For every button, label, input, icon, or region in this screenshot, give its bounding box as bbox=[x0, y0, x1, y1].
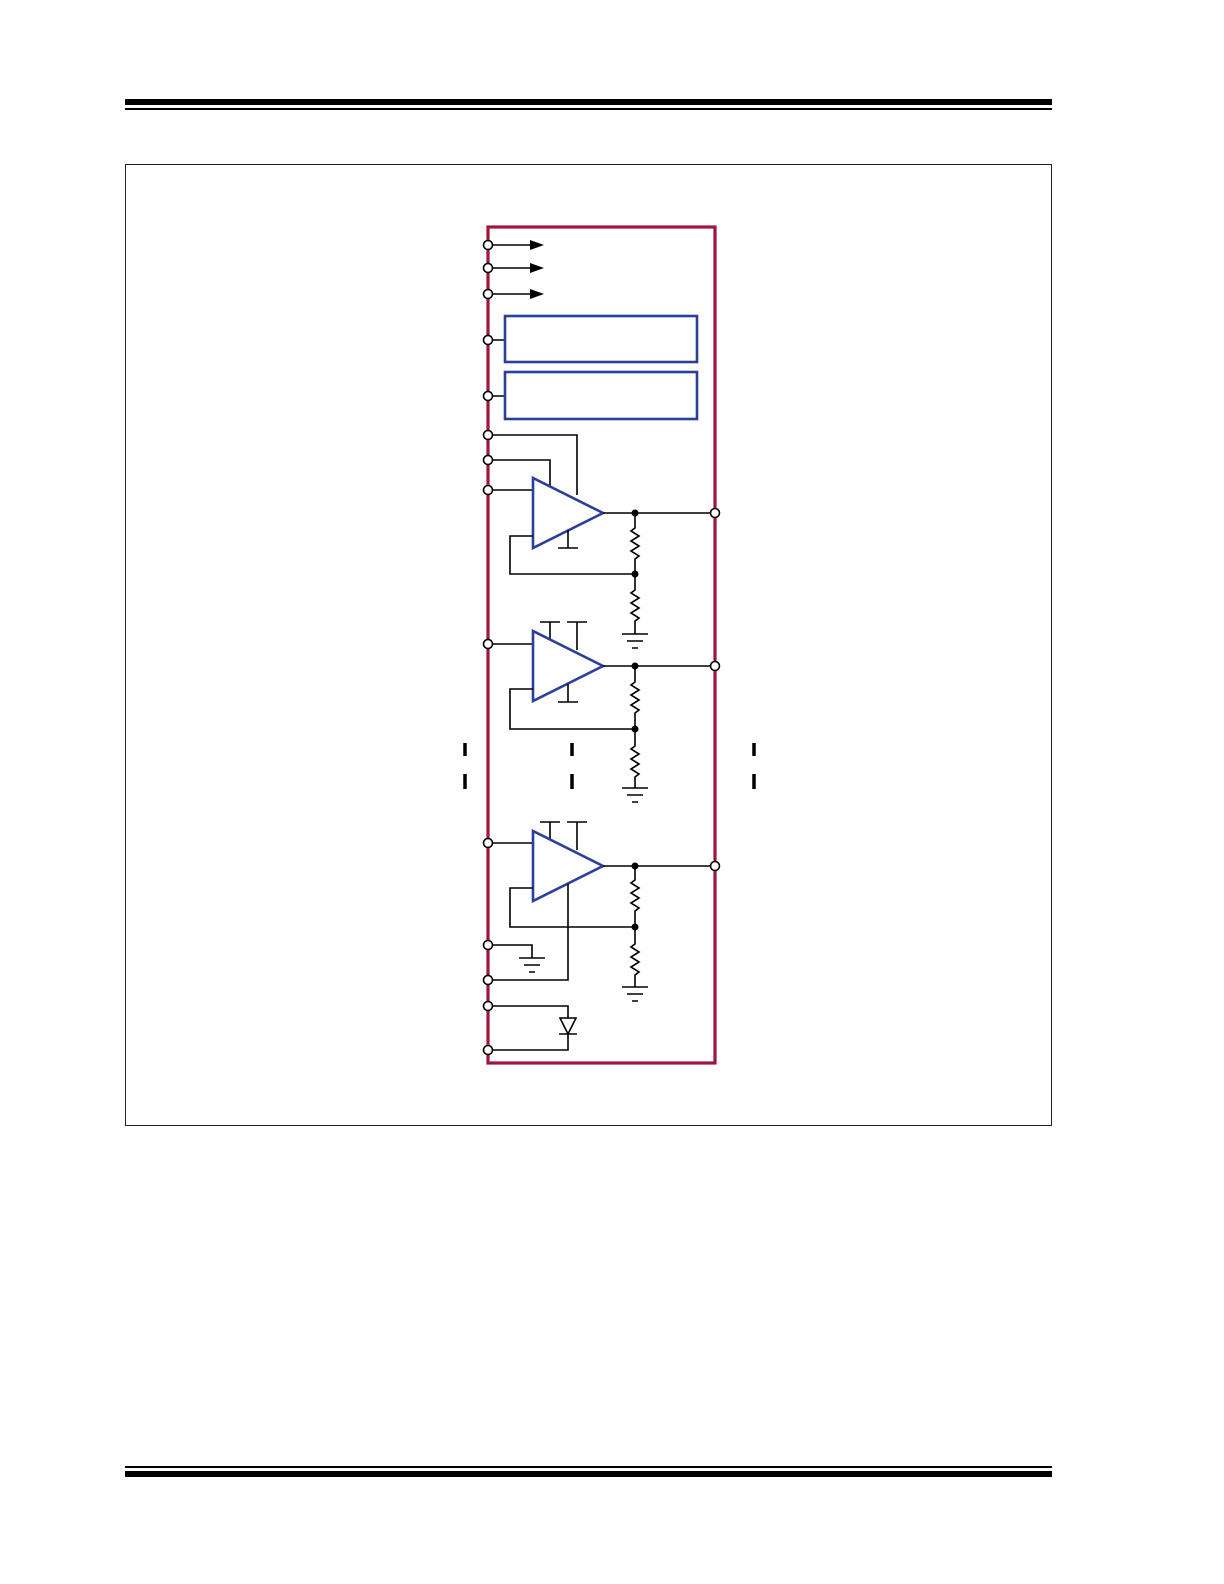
zigzag-resistor-icon bbox=[629, 513, 641, 574]
pin bbox=[709, 660, 721, 672]
pin bbox=[482, 974, 494, 986]
arrow-right-icon bbox=[530, 289, 544, 299]
pin bbox=[482, 638, 494, 650]
internal-block-2 bbox=[488, 370, 699, 421]
arrow-right-icon bbox=[530, 263, 544, 273]
ground-pin bbox=[488, 944, 545, 973]
amplifier-stage-3 bbox=[488, 821, 715, 1002]
triangle-op-amp-icon bbox=[531, 828, 606, 904]
zigzag-resistor-icon bbox=[629, 927, 641, 987]
left-pins bbox=[482, 239, 494, 1056]
pin bbox=[482, 239, 494, 251]
footer-rule-thick bbox=[125, 1471, 1052, 1477]
triangle-op-amp-icon bbox=[531, 628, 606, 704]
ground-icon bbox=[622, 787, 648, 803]
continuation-marks bbox=[463, 743, 756, 789]
ground-icon bbox=[622, 633, 648, 649]
diode-icon bbox=[558, 1017, 578, 1036]
pin bbox=[482, 288, 494, 300]
pin bbox=[482, 1044, 494, 1056]
ground-icon bbox=[622, 986, 648, 1002]
pin bbox=[482, 939, 494, 951]
zigzag-resistor-icon bbox=[629, 866, 641, 927]
zigzag-resistor-icon bbox=[629, 666, 641, 729]
amplifier-stage-2 bbox=[488, 621, 715, 803]
header-rule-thin bbox=[125, 108, 1052, 110]
pin bbox=[482, 390, 494, 402]
header-rule-thick bbox=[125, 99, 1052, 105]
arrow-right-icon bbox=[530, 240, 544, 250]
ground-icon bbox=[519, 957, 545, 973]
pin bbox=[482, 484, 494, 496]
pin bbox=[482, 334, 494, 346]
arrow-pin-group bbox=[488, 240, 544, 299]
pin bbox=[482, 837, 494, 849]
diode-pin-pair bbox=[488, 1005, 578, 1051]
internal-block-1 bbox=[488, 314, 699, 364]
pin bbox=[709, 507, 721, 519]
pin bbox=[482, 454, 494, 466]
pin bbox=[709, 860, 721, 872]
pin bbox=[482, 262, 494, 274]
package-outline bbox=[486, 225, 717, 1065]
zigzag-resistor-icon bbox=[629, 574, 641, 634]
pin bbox=[482, 429, 494, 441]
amplifier-stage-1 bbox=[488, 434, 715, 649]
figure-frame bbox=[125, 164, 1052, 1126]
pin bbox=[482, 1000, 494, 1012]
right-pins bbox=[709, 507, 721, 872]
footer-rule-thin bbox=[125, 1466, 1052, 1468]
zigzag-resistor-icon bbox=[629, 729, 641, 788]
